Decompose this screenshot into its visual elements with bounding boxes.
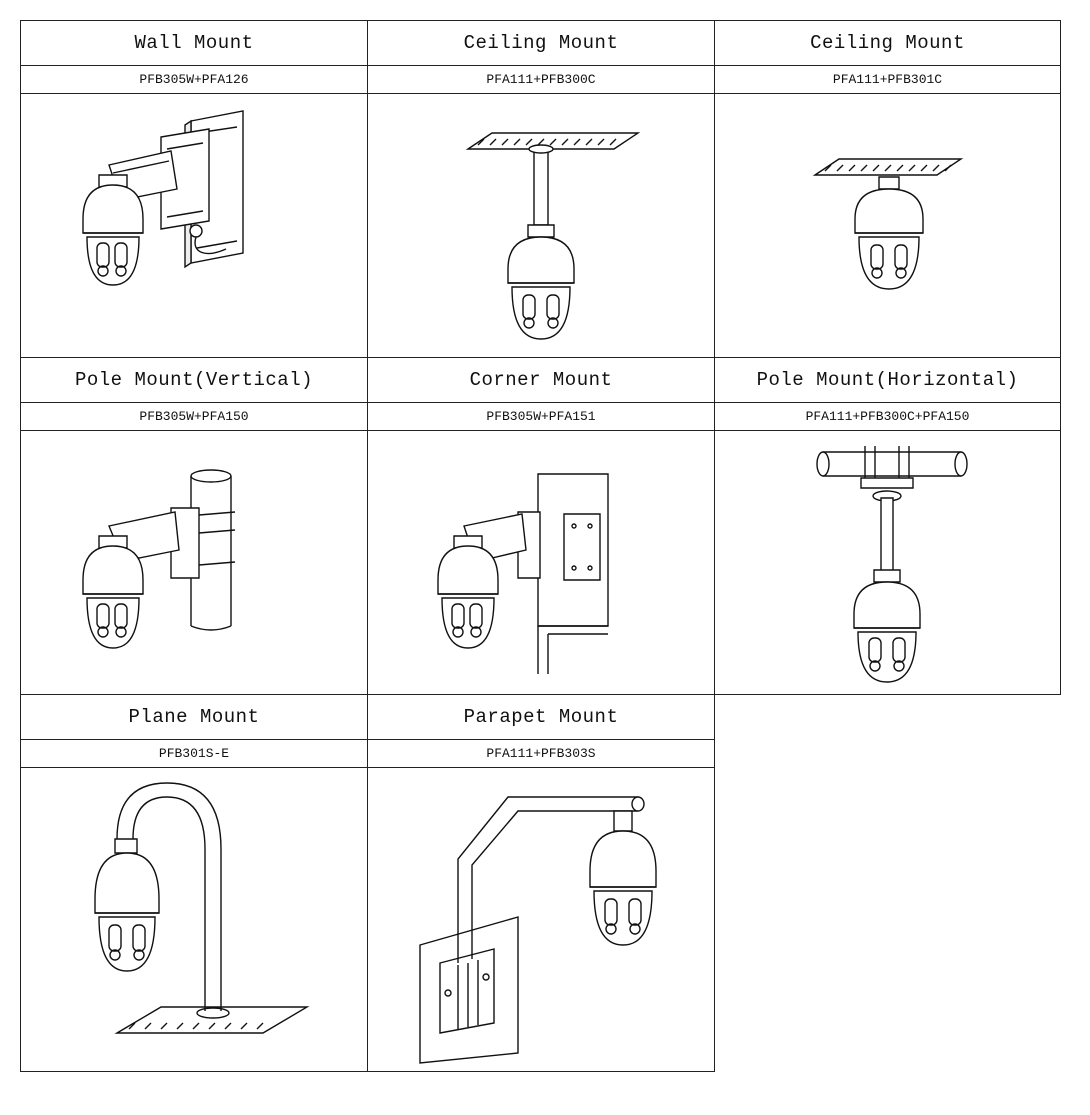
ceiling-pendant-drawing [368,93,714,357]
mount-model: PFA111+PFB303S [368,739,714,768]
mount-cell-plane: Plane Mount PFB301S-E [20,694,368,1072]
mount-model: PFB305W+PFA150 [21,402,367,431]
ptz-dome-camera-icon [83,175,143,285]
mount-illustration-corner [368,430,714,694]
ptz-dome-camera-icon [854,570,920,682]
mount-title: Ceiling Mount [715,21,1060,66]
mount-illustration-wall [21,93,367,357]
pole-icon [817,452,967,476]
ceiling-flush-drawing [715,93,1060,357]
mount-title: Ceiling Mount [368,21,714,66]
mount-model: PFB305W+PFA126 [21,65,367,94]
mount-model: PFB305W+PFA151 [368,402,714,431]
ptz-dome-camera-icon [855,189,923,289]
mount-illustration-parapet [368,767,714,1071]
mount-illustration-ceiling-pendant [368,93,714,357]
mount-cell-wall: Wall Mount PFB305W+PFA126 [20,20,368,358]
wall-plate-icon [420,917,518,1063]
mount-title: Pole Mount(Horizontal) [715,358,1060,403]
mount-cell-ceiling-pendant: Ceiling Mount PFA111+PFB300C [367,20,715,358]
mount-cell-pole-vertical: Pole Mount(Vertical) PFB305W+PFA150 [20,357,368,695]
mount-model: PFB301S-E [21,739,367,768]
ceiling-plate-icon [815,159,961,175]
mount-cell-ceiling-flush: Ceiling Mount PFA111+PFB301C [714,20,1061,358]
mount-cell-pole-horizontal: Pole Mount(Horizontal) PFA111+PFB300C+PF… [714,357,1061,695]
mount-title: Wall Mount [21,21,367,66]
wall-plate-icon [538,474,608,674]
mount-model: PFA111+PFB300C+PFA150 [715,402,1060,431]
mount-illustration-plane [21,767,367,1071]
mount-title: Plane Mount [21,695,367,740]
ceiling-plate-icon [468,133,638,149]
mount-model: PFA111+PFB301C [715,65,1060,94]
mount-cell-parapet: Parapet Mount PFA111+PFB303S [367,694,715,1072]
wall-mount-drawing [21,93,367,357]
mount-title: Pole Mount(Vertical) [21,358,367,403]
ptz-dome-camera-icon [590,831,656,945]
plane-mount-drawing [21,767,367,1071]
mount-title: Parapet Mount [368,695,714,740]
pole-vertical-drawing [21,430,367,694]
ptz-dome-camera-icon [95,853,159,971]
corner-mount-drawing [368,430,714,694]
ptz-dome-camera-icon [83,536,143,648]
parapet-mount-drawing [368,767,714,1071]
mount-model: PFA111+PFB300C [368,65,714,94]
mount-illustration-pole-vertical [21,430,367,694]
mount-title: Corner Mount [368,358,714,403]
ptz-dome-camera-icon [508,225,574,339]
mount-cell-corner: Corner Mount PFB305W+PFA151 [367,357,715,695]
pole-horizontal-drawing [715,430,1060,694]
ptz-dome-camera-icon [438,536,498,648]
mount-illustration-pole-horizontal [715,430,1060,694]
mount-illustration-ceiling-flush [715,93,1060,357]
